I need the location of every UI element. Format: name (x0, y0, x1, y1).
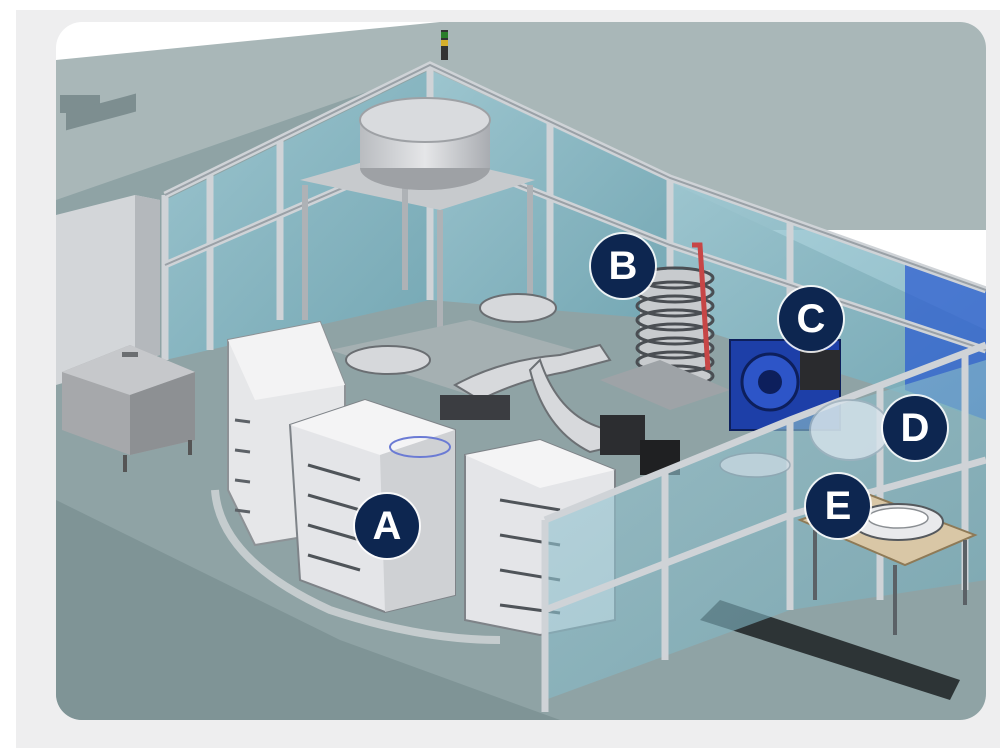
robot-cell (330, 293, 680, 475)
marker-d: D (883, 396, 947, 460)
marker-e: E (806, 474, 870, 538)
marker-a: A (355, 494, 419, 558)
elevated-tank-stand (300, 97, 535, 345)
floor-edge (56, 500, 560, 720)
floor-rail (700, 600, 960, 700)
marker-c: C (779, 287, 843, 351)
left-enclosure (56, 195, 160, 385)
tray-carousel (600, 242, 730, 410)
side-crate (62, 345, 195, 472)
marker-b: B (591, 234, 655, 298)
floor-track (211, 489, 501, 644)
